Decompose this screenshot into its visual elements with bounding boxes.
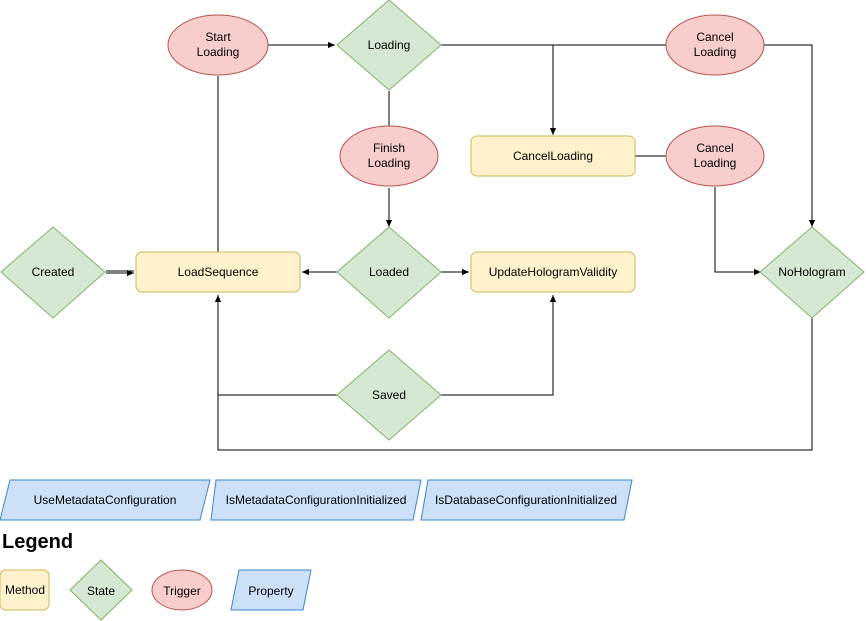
method-load-sequence-label: LoadSequence [178,265,259,279]
edge-saved-to-load-sequence [214,295,337,396]
legend-property-label: Property [248,584,293,598]
method-cancel-loading-label: CancelLoading [513,149,593,163]
legend-property: Property [230,569,312,611]
property-is-metadata-configuration-initialized: IsMetadataConfigurationInitialized [210,479,422,521]
legend-method-label: Method [5,583,45,597]
state-saved-label: Saved [372,388,406,402]
state-created: Created [0,226,106,319]
trigger-cancel-loading-mid: Cancel Loading [665,125,765,187]
method-cancel-loading: CancelLoading [470,135,636,177]
edge-cancel-loading-top-to-no-hologram [763,44,816,227]
state-saved: Saved [336,349,442,441]
legend-method: Method [0,569,50,611]
state-loading: Loading [336,0,442,91]
legend-state: State [69,559,133,621]
edge-cancel-loading-mid-to-no-hologram [714,187,761,276]
trigger-cancel-loading-top-line2: Loading [694,45,737,59]
trigger-cancel-loading-top: Cancel Loading [665,14,765,76]
property-use-metadata-configuration-label: UseMetadataConfiguration [34,493,177,507]
legend-trigger-label: Trigger [163,584,201,598]
state-no-hologram: NoHologram [759,226,865,319]
state-loaded: Loaded [336,226,442,319]
method-update-hologram-validity: UpdateHologramValidity [470,251,636,293]
edge-saved-to-update-hologram-validity [441,295,557,396]
legend-title: Legend [2,531,73,553]
trigger-start-loading-line1: Start [205,30,231,44]
trigger-cancel-loading-mid-line1: Cancel [696,141,733,155]
state-loading-label: Loading [368,38,411,52]
legend-state-label: State [87,584,115,598]
method-load-sequence: LoadSequence [135,251,301,293]
trigger-cancel-loading-mid-line2: Loading [694,156,737,170]
edge-no-hologram-to-load-sequence [217,318,813,451]
trigger-finish-loading-line1: Finish [373,141,405,155]
trigger-cancel-loading-top-line1: Cancel [696,30,733,44]
state-no-hologram-label: NoHologram [778,265,845,279]
edges [106,41,816,451]
property-is-metadata-configuration-initialized-label: IsMetadataConfigurationInitialized [226,493,407,507]
trigger-finish-loading: Finish Loading [339,125,439,187]
property-use-metadata-configuration: UseMetadataConfiguration [0,479,211,521]
method-update-hologram-validity-label: UpdateHologramValidity [489,265,618,279]
state-created-label: Created [32,265,75,279]
legend-trigger: Trigger [151,569,213,611]
state-loaded-label: Loaded [369,265,409,279]
trigger-start-loading-line2: Loading [197,45,240,59]
property-is-database-configuration-initialized: IsDatabaseConfigurationInitialized [420,479,633,521]
property-is-database-configuration-initialized-label: IsDatabaseConfigurationInitialized [435,493,617,507]
trigger-start-loading: Start Loading [167,14,269,76]
trigger-finish-loading-line2: Loading [368,156,411,170]
